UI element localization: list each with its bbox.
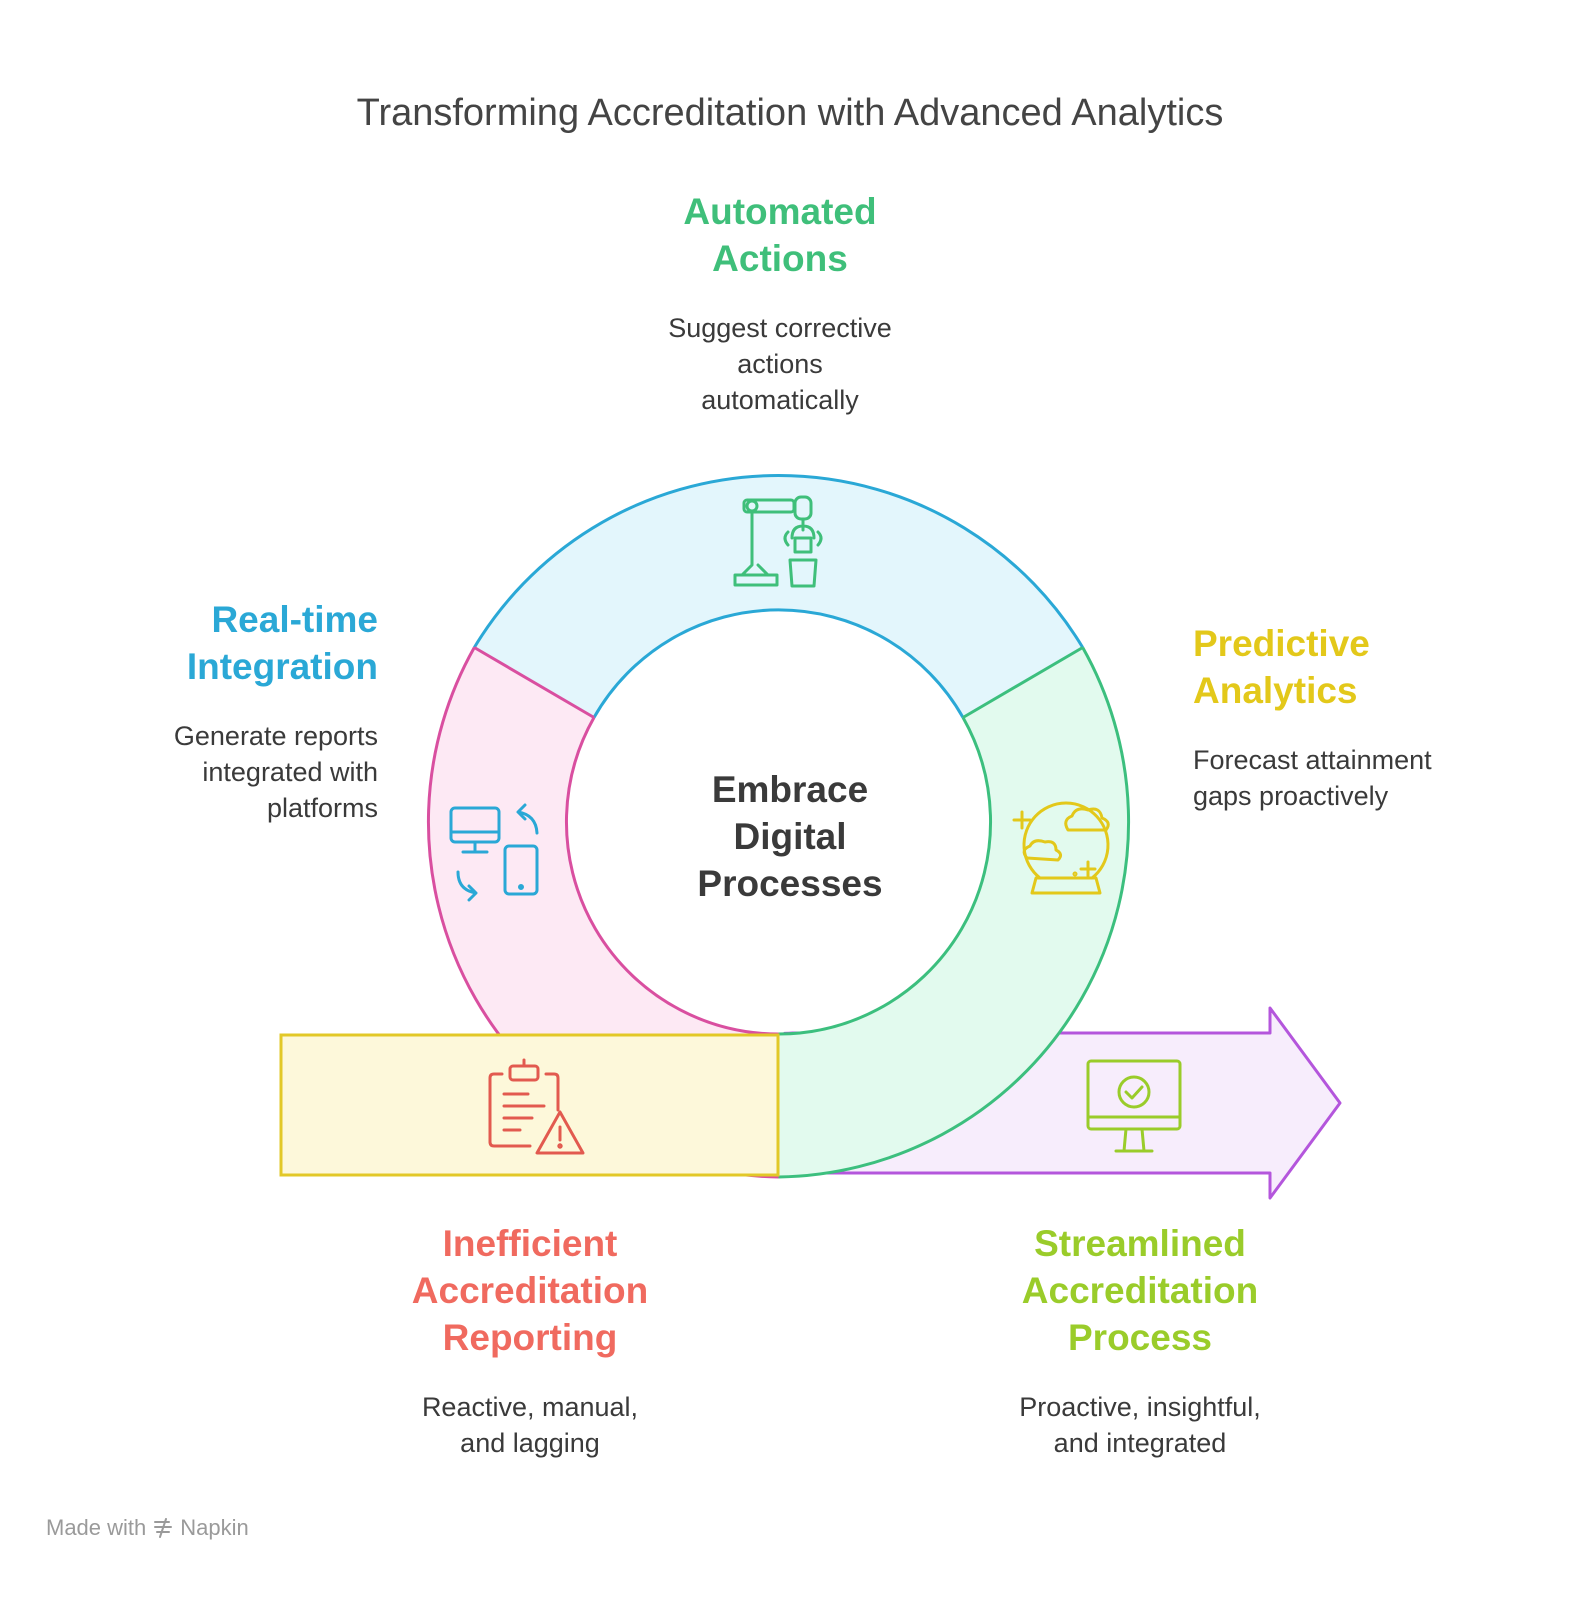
automated-desc-line-2: actions [737, 349, 823, 379]
end-label: Streamlined Accreditation Process Proact… [960, 1220, 1320, 1461]
end-heading-line-1: Streamlined [1034, 1223, 1246, 1264]
start-heading-line-1: Inefficient [442, 1223, 618, 1264]
center-line-3: Processes [697, 863, 883, 904]
footer-watermark: Made with Napkin [46, 1515, 249, 1541]
predictive-desc-line-1: Forecast attainment [1193, 745, 1432, 775]
page-title: Transforming Accreditation with Advanced… [356, 92, 1224, 134]
segment-automated-label: Automated Actions Suggest corrective act… [560, 188, 1000, 418]
clipboard-warning-icon [488, 1058, 585, 1155]
predictive-desc-line-2: gaps proactively [1193, 781, 1389, 811]
napkin-logo-icon [154, 1518, 173, 1538]
start-heading-line-3: Reporting [442, 1317, 618, 1358]
segment-automated [474, 475, 1083, 718]
automated-heading-line-1: Automated [683, 191, 877, 232]
footer-made-with: Made with [46, 1515, 147, 1540]
segment-realtime-label: Real-time Integration Generate reports i… [80, 596, 378, 826]
segment-predictive-label: Predictive Analytics Forecast attainment… [1193, 620, 1563, 814]
realtime-desc-line-3: platforms [266, 793, 378, 823]
start-heading-line-2: Accreditation [411, 1270, 649, 1311]
end-desc-line-2: and integrated [1053, 1428, 1227, 1458]
realtime-desc-line-2: integrated with [202, 757, 378, 787]
footer-brand: Napkin [180, 1515, 249, 1540]
automated-heading-line-2: Actions [712, 238, 848, 279]
automated-desc-line-1: Suggest corrective [668, 313, 892, 343]
predictive-heading-line-2: Analytics [1193, 670, 1358, 711]
segment-predictive [778, 647, 1129, 1177]
monitor-check-icon [1086, 1059, 1182, 1153]
end-heading-line-2: Accreditation [1021, 1270, 1259, 1311]
start-desc-line-2: and lagging [460, 1428, 600, 1458]
center-line-1: Embrace [711, 769, 869, 810]
realtime-heading-line-1: Real-time [211, 599, 378, 640]
devices-sync-icon [449, 803, 539, 902]
robot-arm-icon [733, 495, 823, 588]
end-heading-line-3: Process [1068, 1317, 1212, 1358]
start-desc-line-1: Reactive, manual, [421, 1392, 639, 1422]
end-desc-line-1: Proactive, insightful, [1019, 1392, 1261, 1422]
center-circle [568, 612, 989, 1032]
automated-desc-line-3: automatically [701, 385, 859, 415]
start-label: Inefficient Accreditation Reporting Reac… [360, 1220, 700, 1461]
realtime-desc-line-1: Generate reports [173, 721, 378, 751]
crystal-ball-icon [1012, 801, 1110, 895]
center-line-2: Digital [733, 816, 847, 857]
predictive-heading-line-1: Predictive [1193, 623, 1370, 664]
realtime-heading-line-2: Integration [186, 646, 378, 687]
center-label: Embrace Digital Processes [590, 766, 990, 907]
